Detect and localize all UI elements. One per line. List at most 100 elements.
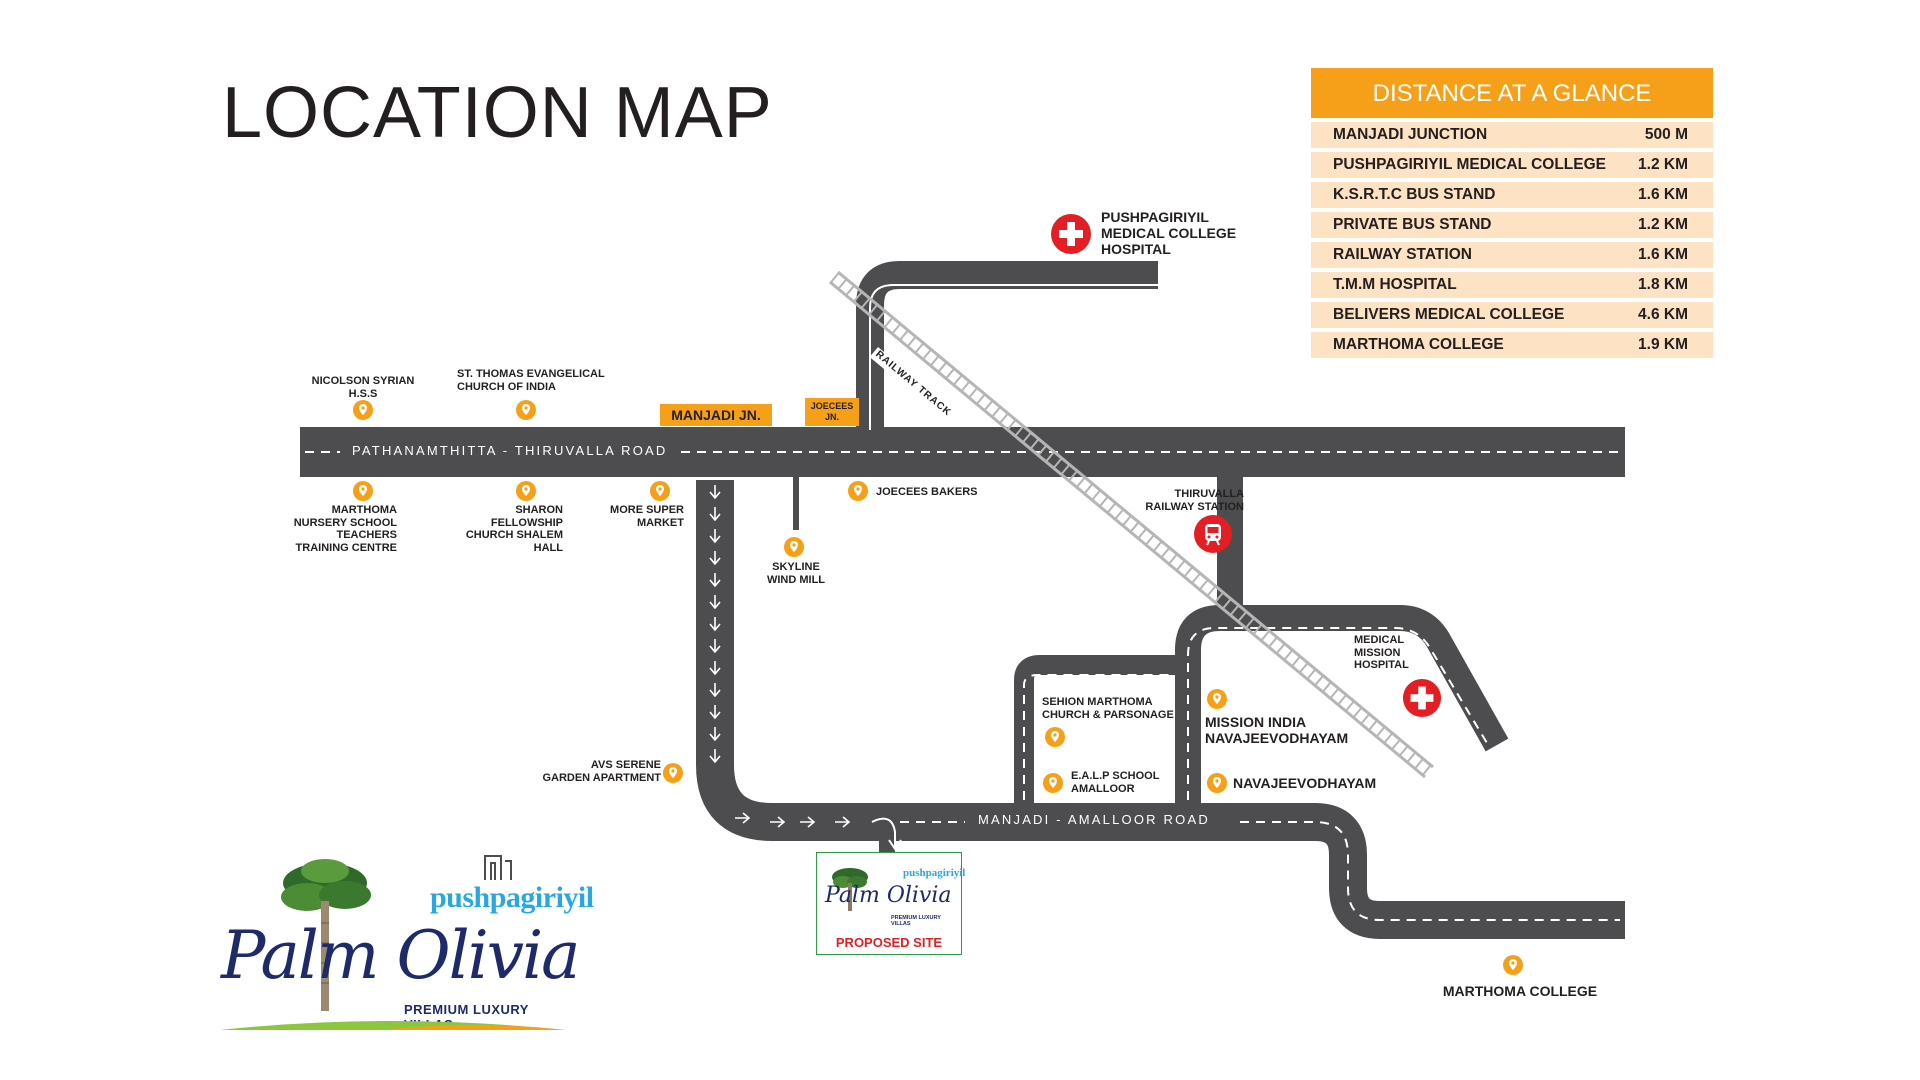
logo-name: Palm Olivia <box>221 917 581 994</box>
route-arrow-icon <box>709 529 721 544</box>
location-pin-icon <box>1045 727 1065 747</box>
avs-label: AVS SERENE GARDEN APARTMENT <box>542 759 661 784</box>
location-pin-icon <box>1043 773 1063 793</box>
mission-india-label: MISSION INDIA NAVAJEEVODHAYAM <box>1205 714 1349 746</box>
route-arrow-icon <box>709 595 721 610</box>
distance-row: MARTHOMA COLLEGE 1.9 KM <box>1311 332 1713 358</box>
distance-place: RAILWAY STATION <box>1333 246 1472 263</box>
distance-value: 1.8 KM <box>1638 276 1688 293</box>
palm-tree-icon <box>281 859 371 1011</box>
hospital-icon <box>1051 214 1091 254</box>
road-sehion <box>1014 655 1180 810</box>
location-pin-icon <box>353 400 373 420</box>
distance-place: PUSHPAGIRIYIL MEDICAL COLLEGE <box>1333 156 1606 173</box>
route-arrow-icon <box>709 485 721 500</box>
marthoma-school-label: MARTHOMA NURSERY SCHOOL TEACHERS TRAININ… <box>293 504 397 554</box>
location-pin-icon <box>1207 689 1227 709</box>
distance-place: PRIVATE BUS STAND <box>1333 216 1492 233</box>
st-thomas-label: ST. THOMAS EVANGELICAL CHURCH OF INDIA <box>457 368 605 393</box>
sehion-label: SEHION MARTHOMA CHURCH & PARSONAGE <box>1042 696 1174 721</box>
route-arrow-icon <box>709 573 721 588</box>
distance-value: 1.9 KM <box>1638 336 1688 353</box>
distance-row: PUSHPAGIRIYIL MEDICAL COLLEGE 1.2 KM <box>1311 152 1713 178</box>
route-arrows <box>709 485 851 828</box>
page-title: LOCATION MAP <box>222 73 773 153</box>
route-arrow-icon <box>835 816 851 828</box>
route-arrow-icon <box>800 816 816 828</box>
route-arrow-icon <box>709 683 721 698</box>
ealp-label: E.A.L.P SCHOOL AMALLOOR <box>1071 770 1160 795</box>
train-icon <box>1194 515 1232 553</box>
site-brand: pushpagiriyil <box>903 867 966 879</box>
distance-row: BELIVERS MEDICAL COLLEGE 4.6 KM <box>1311 302 1713 328</box>
road-manjadi-amalloor <box>696 480 1625 939</box>
distance-row: MANJADI JUNCTION 500 M <box>1311 122 1713 148</box>
site-arrow <box>871 817 896 848</box>
distance-place: MANJADI JUNCTION <box>1333 126 1488 143</box>
location-pin-icon <box>663 763 683 783</box>
joecees-junction-label: JOECEES JN. <box>810 401 854 422</box>
railway-station-label: THIRUVALLA RAILWAY STATION <box>1145 488 1244 513</box>
joecees-bakers-label: JOECEES BAKERS <box>876 486 978 498</box>
distance-place: BELIVERS MEDICAL COLLEGE <box>1333 306 1565 323</box>
location-pin-icon <box>516 400 536 420</box>
route-arrow-icon <box>709 639 721 654</box>
navajeevodhayam-label: NAVAJEEVODHAYAM <box>1233 775 1377 791</box>
distance-row: PRIVATE BUS STAND 1.2 KM <box>1311 212 1713 238</box>
logo-swoosh <box>220 1021 565 1030</box>
distance-row: RAILWAY STATION 1.6 KM <box>1311 242 1713 268</box>
location-pin-icon <box>1503 955 1523 975</box>
route-arrow-icon <box>770 816 786 828</box>
site-logo-name: Palm Olivia <box>825 883 952 908</box>
distance-value: 1.2 KM <box>1638 216 1688 233</box>
joecees-junction-tag: JOECEES JN. <box>805 398 859 426</box>
logo-brand: pushpagiriyil <box>430 881 594 914</box>
route-arrow-icon <box>735 812 751 824</box>
palm-tree-icon <box>832 868 868 911</box>
road-medical-mission <box>1175 605 1509 810</box>
distance-place: MARTHOMA COLLEGE <box>1333 336 1504 353</box>
location-pin-icon <box>848 481 868 501</box>
location-pin-icon <box>650 481 670 501</box>
distance-row: K.S.R.T.C BUS STAND 1.6 KM <box>1311 182 1713 208</box>
manjadi-junction-tag: MANJADI JN. <box>660 404 772 426</box>
building-icon <box>484 855 512 880</box>
nicolson-label: NICOLSON SYRIAN H.S.S <box>311 375 415 400</box>
marthoma-college-label: MARTHOMA COLLEGE <box>1442 983 1598 999</box>
distance-value: 4.6 KM <box>1638 306 1688 323</box>
medical-mission-label: MEDICAL MISSION HOSPITAL <box>1354 634 1409 671</box>
location-pin-icon <box>353 481 373 501</box>
location-pin-icon <box>1207 773 1227 793</box>
distance-table: DISTANCE AT A GLANCE MANJADI JUNCTION 500… <box>1311 68 1713 358</box>
main-road-label: PATHANAMTHITTA - THIRUVALLA ROAD <box>346 444 674 458</box>
distance-place: T.M.M HOSPITAL <box>1333 276 1457 293</box>
route-arrow-icon <box>709 749 721 764</box>
pushpagiri-hospital-label: PUSHPAGIRIYIL MEDICAL COLLEGE HOSPITAL <box>1101 209 1237 257</box>
distance-value: 1.6 KM <box>1638 186 1688 203</box>
route-arrow-icon <box>709 705 721 720</box>
proposed-site-label: PROPOSED SITE <box>835 935 943 950</box>
brand-logo: pushpagiriyil Palm Olivia PREMIUM LUXURY… <box>215 853 594 1033</box>
hospital-icon <box>1402 678 1442 718</box>
railway-track <box>829 270 1434 779</box>
distance-value: 1.2 KM <box>1638 156 1688 173</box>
location-pin-icon <box>784 537 804 557</box>
route-arrow-icon <box>709 507 721 522</box>
road-pushpagiri <box>856 261 1158 435</box>
route-arrow-icon <box>709 727 721 742</box>
route-arrow-icon <box>709 661 721 676</box>
sharon-label: SHARON FELLOWSHIP CHURCH SHALEM HALL <box>465 504 563 554</box>
route-arrow-icon <box>709 617 721 632</box>
distance-place: K.S.R.T.C BUS STAND <box>1333 186 1496 203</box>
route-arrow-icon <box>709 551 721 566</box>
distance-value: 1.6 KM <box>1638 246 1688 263</box>
skyline-label: SKYLINE WIND MILL <box>766 561 826 586</box>
secondary-road-label: MANJADI - AMALLOOR ROAD <box>972 813 1216 827</box>
distance-table-heading: DISTANCE AT A GLANCE <box>1311 68 1713 118</box>
site-logo-tagline: PREMIUM LUXURY VILLAS <box>891 915 941 927</box>
location-pin-icon <box>516 481 536 501</box>
distance-value: 500 M <box>1644 126 1688 143</box>
distance-row: T.M.M HOSPITAL 1.8 KM <box>1311 272 1713 298</box>
proposed-site: pushpagiriyil Palm Olivia PREMIUM LUXURY… <box>816 852 966 955</box>
more-label: MORE SUPER MARKET <box>610 504 684 529</box>
